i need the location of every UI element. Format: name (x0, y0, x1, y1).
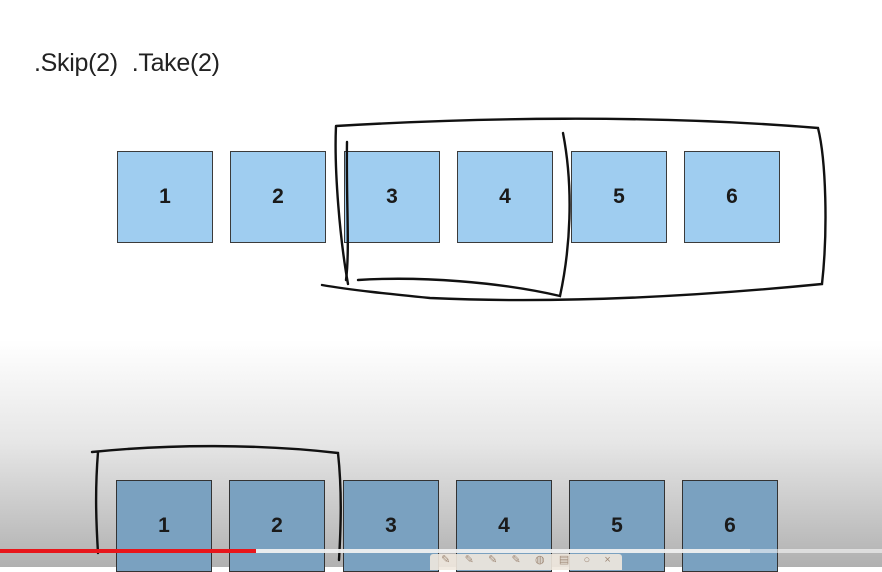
skip-call-text: .Skip(2) (34, 49, 118, 77)
take-selection-outline (344, 131, 571, 298)
sequence-box: 3 (344, 151, 440, 243)
video-progress-bar[interactable] (0, 549, 256, 553)
whiteboard-icon[interactable]: ▤ (558, 554, 570, 566)
sequence-box: 4 (457, 151, 553, 243)
pen-icon[interactable]: ✎ (441, 554, 451, 566)
drawing-toolbar: ✎ ✎ ✎ ✎ ◍ ▤ ○ × (430, 554, 622, 570)
eraser-icon[interactable]: ◍ (535, 554, 545, 566)
sequence-box: 2 (229, 480, 325, 572)
spotlight-icon[interactable]: ○ (583, 554, 591, 566)
bottom-selection-outline (90, 444, 342, 562)
sequence-box: 6 (684, 151, 780, 243)
pen-icon[interactable]: ✎ (488, 554, 498, 566)
video-buffer-bar (0, 549, 750, 553)
sequence-box: 2 (230, 151, 326, 243)
sequence-box: 5 (571, 151, 667, 243)
sequence-box: 3 (343, 480, 439, 572)
skip-selection-outline (320, 117, 827, 302)
pen-icon[interactable]: ✎ (464, 554, 474, 566)
close-icon[interactable]: × (604, 554, 611, 566)
take-call-text: .Take(2) (131, 49, 220, 77)
sequence-box: 1 (117, 151, 213, 243)
highlighter-icon[interactable]: ✎ (511, 554, 521, 566)
code-caption: .Skip(2) .Take(2) (34, 49, 220, 78)
